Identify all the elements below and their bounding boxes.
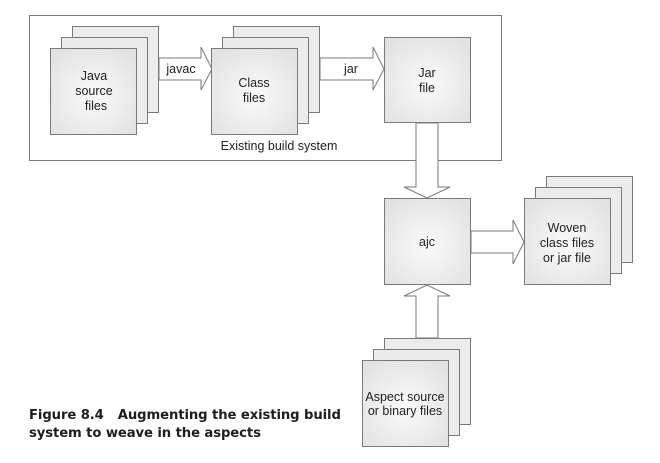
java-source-label-3: files xyxy=(85,99,107,113)
ajc-label: ajc xyxy=(419,235,435,249)
class-files-label-2: files xyxy=(243,91,265,105)
edge-javac-label: javac xyxy=(165,62,195,76)
aspect-source-label-1: Aspect source xyxy=(365,390,444,404)
node-jar-file: Jar file xyxy=(384,37,471,123)
container-label: Existing build system xyxy=(221,139,338,153)
class-files-label-1: Class xyxy=(238,76,269,90)
node-ajc: ajc xyxy=(384,198,471,285)
node-class-files: Class files xyxy=(211,26,320,135)
figure-number: Figure 8.4 xyxy=(29,408,104,423)
java-source-label-2: source xyxy=(75,84,113,98)
edge-jar-label: jar xyxy=(343,62,358,76)
woven-label-2: class files xyxy=(540,236,594,250)
aspect-source-label-2: or binary files xyxy=(368,404,442,418)
edge-aspect-to-ajc-arrow xyxy=(403,284,451,339)
caption-text-1: Augmenting the existing build xyxy=(117,408,341,423)
edge-ajc-to-woven-arrow xyxy=(470,219,525,265)
node-woven-output: Woven class files or jar file xyxy=(524,176,633,285)
java-source-label-1: Java xyxy=(81,69,107,83)
caption-line-1: Figure 8.4 Augmenting the existing build xyxy=(29,407,349,425)
woven-label-3: or jar file xyxy=(543,251,591,265)
edge-jar-to-ajc-arrow xyxy=(403,122,451,199)
node-aspect-source: Aspect source or binary files xyxy=(362,338,471,447)
woven-label-1: Woven xyxy=(548,221,587,235)
edge-javac-arrow: javac xyxy=(158,46,213,91)
jar-file-label-2: file xyxy=(419,81,435,95)
node-java-source: Java source files xyxy=(50,26,159,135)
caption-text-2: system to weave in the aspects xyxy=(29,426,261,441)
edge-jar-arrow: jar xyxy=(319,46,385,91)
jar-file-label-1: Jar xyxy=(418,66,435,80)
